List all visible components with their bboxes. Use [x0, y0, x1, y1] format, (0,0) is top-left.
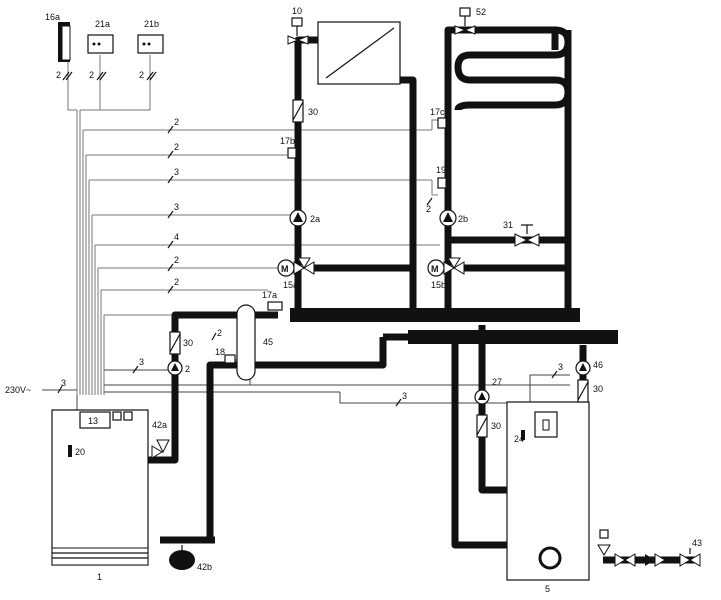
radiator — [317, 21, 401, 85]
pump-2: 2 — [167, 360, 190, 376]
label-17a: 17a — [262, 290, 277, 300]
cold-water-inlet-43: 43 — [597, 529, 702, 567]
label-10: 10 — [292, 6, 302, 16]
check-valve-30-boiler: 30 — [169, 331, 193, 355]
pump-2b: 2b — [439, 209, 468, 227]
wire-count: 2 — [174, 142, 179, 152]
check-valve-30-circulation: 30 — [577, 379, 603, 403]
label-30: 30 — [183, 338, 193, 348]
label-1: 1 — [97, 572, 102, 582]
control-unit-21a: 21a — [87, 19, 114, 54]
label-2: 2 — [185, 364, 190, 374]
wire-count: 3 — [139, 357, 144, 367]
label-46: 46 — [593, 360, 603, 370]
pump-46: 46 — [575, 360, 603, 376]
room-thermostat-16a: 16a — [45, 12, 71, 62]
wire-count: 2 — [174, 117, 179, 127]
label-19: 19 — [436, 165, 446, 175]
sensor-17b: 17b — [280, 136, 297, 159]
sensor-18: 18 — [215, 347, 236, 364]
valve-52: 52 — [454, 7, 486, 35]
label-2b: 2b — [458, 214, 468, 224]
label-42a: 42a — [152, 420, 167, 430]
expansion-vessel-42b: 42b — [169, 545, 212, 572]
label-30: 30 — [491, 421, 501, 431]
sensor-17c: 17c — [430, 107, 447, 129]
wire-count: 2 — [139, 70, 144, 80]
mixing-valve-15b: M 15b — [427, 257, 465, 290]
label-16a: 16a — [45, 12, 60, 22]
mixing-valve-15a: M 15a — [277, 257, 315, 290]
valve-10: 10 — [287, 6, 309, 45]
label-27: 27 — [492, 377, 502, 387]
wire-count: 4 — [174, 232, 179, 242]
sensor-19: 19 — [436, 165, 447, 189]
label-52: 52 — [476, 7, 486, 17]
hydraulic-separator-45: 45 — [236, 304, 273, 381]
pipework — [140, 26, 700, 564]
label-15a: 15a — [283, 280, 298, 290]
label-42b: 42b — [197, 562, 212, 572]
label-43: 43 — [692, 538, 702, 548]
label-24: 24 — [514, 434, 524, 444]
boiler-1: 13 20 1 — [51, 409, 149, 582]
label-18: 18 — [215, 347, 225, 357]
motor-symbol: M — [431, 264, 439, 274]
label-20: 20 — [75, 447, 85, 457]
label-230v: 230V~ — [5, 385, 31, 395]
label-31: 31 — [503, 220, 513, 230]
label-13: 13 — [88, 416, 98, 426]
pump-2a: 2a — [289, 209, 320, 227]
wire-count: 2 — [174, 277, 179, 287]
dhw-tank-5: 24 5 — [506, 401, 590, 594]
label-21b: 21b — [144, 19, 159, 29]
wire-count: 3 — [402, 391, 407, 401]
wire-count: 3 — [61, 378, 66, 388]
motor-symbol: M — [281, 264, 289, 274]
label-2a: 2a — [310, 214, 320, 224]
label-21a: 21a — [95, 19, 110, 29]
label-45: 45 — [263, 337, 273, 347]
label-17c: 17c — [430, 107, 445, 117]
label-30: 30 — [593, 384, 603, 394]
valve-31: 31 — [503, 220, 540, 247]
pump-27: 27 — [474, 377, 502, 405]
wire-count: 3 — [558, 362, 563, 372]
label-15b: 15b — [431, 280, 446, 290]
wire-count: 2 — [426, 204, 431, 214]
control-wiring — [42, 55, 570, 410]
wire-count: 2 — [89, 70, 94, 80]
wire-count: 2 — [217, 328, 222, 338]
wire-count: 3 — [174, 202, 179, 212]
wire-count: 2 — [56, 70, 61, 80]
sensor-17a: 17a — [262, 290, 283, 311]
label-17b: 17b — [280, 136, 295, 146]
wire-count: 2 — [174, 255, 179, 265]
control-unit-21b: 21b — [137, 19, 164, 54]
label-30: 30 — [308, 107, 318, 117]
label-5: 5 — [545, 584, 550, 594]
check-valve-30-dhw: 30 — [476, 414, 501, 438]
wire-count: 3 — [174, 167, 179, 177]
wire-count-marks: 2 2 2 2 2 3 3 4 2 2 2 3 3 3 2 3 3 — [56, 70, 563, 422]
safety-valve-42a: 42a — [151, 420, 170, 459]
check-valve-30-left: 30 — [292, 99, 318, 123]
